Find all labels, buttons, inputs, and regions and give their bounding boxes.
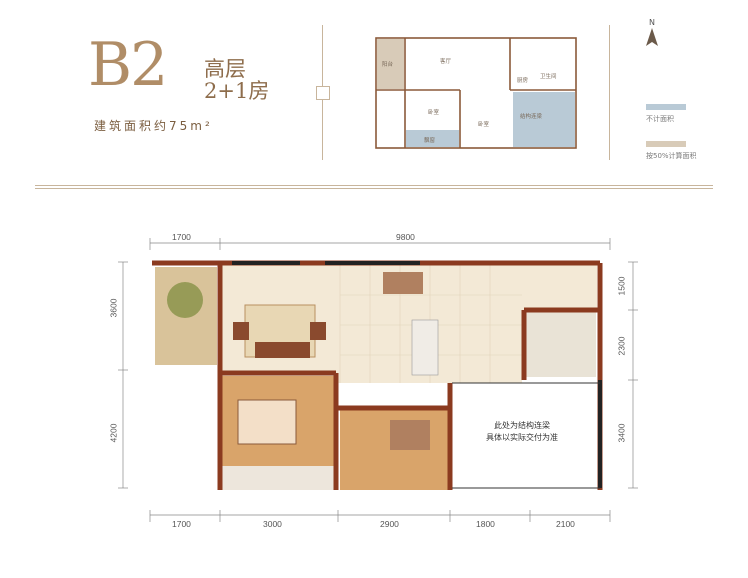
dim-bottom-5: 2100 [556, 519, 575, 529]
dining-table [383, 272, 423, 294]
dim-bottom-3: 2900 [380, 519, 399, 529]
beam-note-line-1: 此处为结构连梁 [494, 421, 550, 430]
divider-ornament [316, 86, 330, 100]
beam-zone [452, 383, 597, 488]
dim-top-2: 9800 [396, 232, 415, 242]
mini-floor-plan [375, 37, 577, 149]
desk [390, 420, 430, 450]
mini-label-balcony: 阳台 [382, 62, 394, 68]
legend-label-1: 不计面积 [646, 115, 674, 123]
mini-beam-zone [513, 92, 575, 147]
kitchen-floor [522, 265, 597, 310]
armchair-left [233, 322, 249, 340]
compass-arrow-icon [646, 28, 658, 46]
bay-window [222, 466, 334, 490]
beam-note-line-2: 具体以实际交付为准 [486, 433, 558, 442]
dim-bottom-4: 1800 [476, 519, 495, 529]
compass-label: N [649, 18, 655, 27]
mini-label-bedroom-1: 卧室 [428, 110, 440, 116]
legend-swatch-2 [646, 141, 686, 147]
mini-label-bedroom-2: 卧室 [478, 122, 490, 128]
room-config: 2+1房 [204, 79, 270, 103]
legend-swatch-1 [646, 104, 686, 110]
building-area: 建筑面积约75m² [94, 119, 213, 133]
kitchen-counter [411, 319, 439, 376]
legend-label-2: 按50%计算面积 [646, 152, 697, 160]
sofa [255, 342, 310, 358]
dim-left-2: 4200 [108, 423, 119, 443]
header-divider-right [609, 25, 610, 160]
beam-note: 此处为结构连梁 具体以实际交付为准 [462, 420, 582, 444]
dim-left-1: 3600 [108, 298, 119, 318]
mini-label-beam: 结构连梁 [520, 114, 543, 120]
balcony-plant [167, 282, 203, 318]
mini-label-bay: 飘窗 [424, 138, 436, 144]
floor-type: 高层 [204, 57, 246, 81]
section-divider [35, 185, 713, 186]
bathroom-floor [526, 312, 596, 377]
mini-label-bathroom: 卫生间 [540, 74, 557, 80]
mini-balcony-zone [377, 39, 404, 89]
dim-right-3: 3400 [616, 423, 627, 443]
dim-right-1: 1500 [616, 276, 627, 296]
master-bed [237, 399, 297, 445]
plan-code: B2 [88, 30, 168, 100]
mini-label-living: 客厅 [440, 59, 452, 65]
mini-label-kitchen: 厨房 [517, 78, 529, 84]
dim-right-2: 2300 [616, 336, 627, 356]
armchair-right [310, 322, 326, 340]
section-divider-2 [35, 188, 713, 189]
dim-top-1: 1700 [172, 232, 191, 242]
dim-bottom-2: 3000 [263, 519, 282, 529]
mini-bay-zone [406, 130, 459, 147]
dim-bottom-1: 1700 [172, 519, 191, 529]
